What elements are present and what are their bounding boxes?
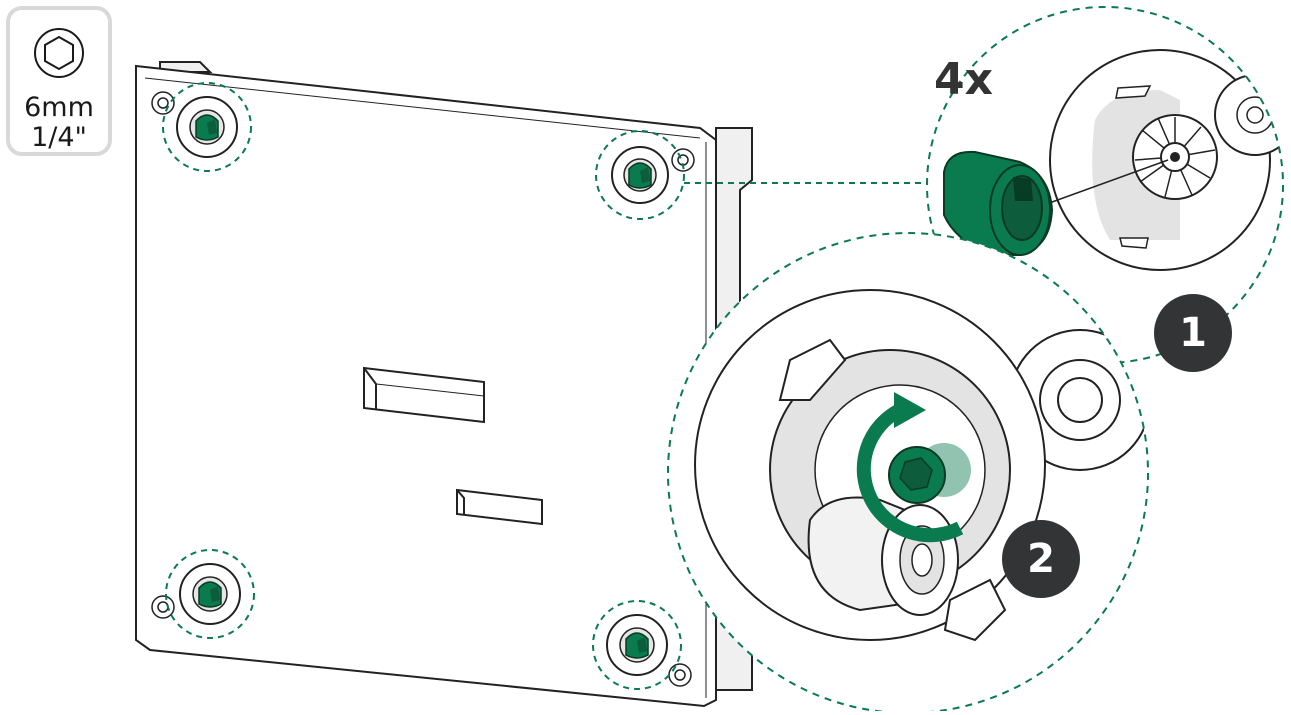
wall-anchor-top-right [595, 130, 685, 220]
tool-size-badge: 6mm 1/4" [6, 6, 112, 156]
plate-slot-upper [363, 366, 485, 424]
wall-anchor-bottom-right [592, 600, 682, 690]
detail-view-tighten-anchor [667, 232, 1149, 714]
quantity-label: 4x [934, 54, 993, 105]
step-badge-2: 2 [1002, 520, 1080, 598]
green-anchor [943, 150, 1054, 256]
rotate-arrow-icon [856, 392, 964, 543]
tool-size-imperial: 1/4" [31, 122, 87, 153]
hex-socket-icon [34, 28, 84, 78]
wall-anchor-top-left [162, 82, 252, 172]
wall-anchor-bottom-left [165, 549, 255, 639]
tool-size-metric: 6mm [24, 92, 94, 123]
step-badge-1: 1 [1154, 294, 1232, 372]
plate-slot-lower [456, 488, 543, 526]
screw-hole-rings [151, 91, 695, 687]
detail-view-insert-anchor [926, 6, 1284, 364]
